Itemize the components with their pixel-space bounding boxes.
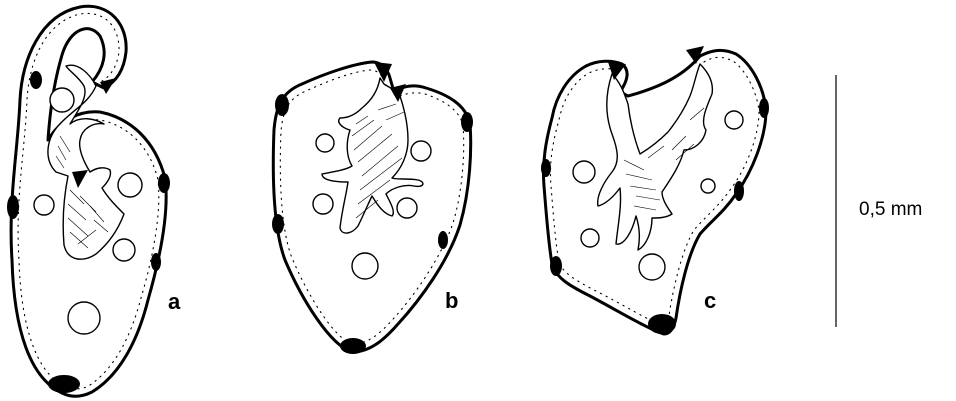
cross-section-a: a [7,6,181,396]
oil-cavity-c-4 [581,229,599,247]
oil-cavity-b-3 [313,194,333,214]
oil-cavity-a-5 [68,302,100,334]
scale-bar-label: 0,5 mm [859,199,922,220]
cross-section-c: c [541,46,769,334]
vascular-bundle-a-5 [158,173,170,193]
vascular-bundle-b-4 [461,112,473,132]
vascular-bundle-a-7 [48,375,80,393]
vascular-bundle-c-7 [648,314,676,334]
panel-label-c: c [704,288,716,313]
oil-cavity-b-2 [411,141,431,161]
oil-cavity-c-5 [639,254,665,280]
scale-bar: 0,5 mm [836,75,922,327]
vascular-bundle-a-1 [30,71,42,89]
oil-cavity-a-2 [34,195,54,215]
central-canal-c [598,64,713,250]
oil-cavity-a-1 [50,88,74,112]
vascular-bundle-c-4 [541,159,551,177]
oil-cavity-b-1 [316,134,334,152]
oil-cavity-c-3 [701,179,715,193]
vascular-bundle-c-5 [734,181,744,201]
vascular-bundle-b-6 [438,231,448,249]
vascular-bundle-c-3 [759,98,769,118]
oil-cavity-c-1 [573,161,595,183]
panel-label-a: a [168,289,181,314]
panel-label-b: b [445,288,458,313]
vascular-bundle-c-6 [550,256,562,276]
vascular-bundle-b-5 [272,214,284,234]
vascular-bundle-b-1 [275,94,289,116]
oil-cavity-a-3 [118,173,142,197]
oil-cavity-a-4 [113,239,135,261]
vascular-bundle-b-7 [340,338,366,354]
oil-cavity-c-2 [725,111,743,129]
oil-cavity-b-5 [352,253,378,279]
cross-section-b: b [272,62,473,354]
vascular-bundle-a-2 [7,195,19,219]
vascular-bundle-a-6 [151,253,161,271]
oil-cavity-b-4 [397,198,417,218]
